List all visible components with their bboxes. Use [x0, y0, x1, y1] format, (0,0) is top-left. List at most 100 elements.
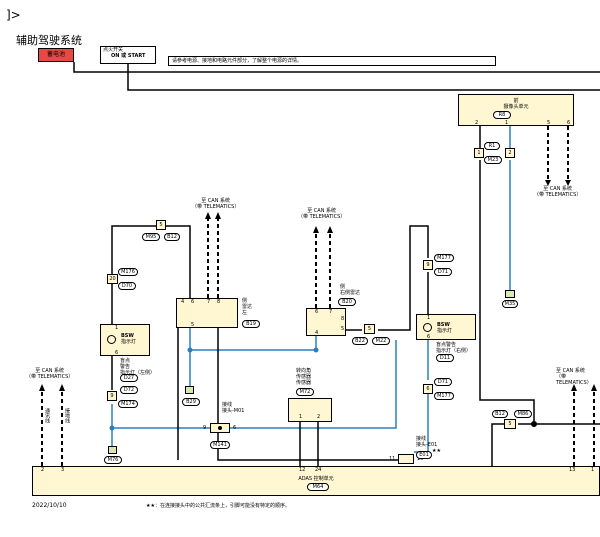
bsw-left-desc3: 指示灯（左侧） [120, 370, 156, 376]
lr-pin-4: 4 [181, 299, 185, 305]
bsw-left-code: D27 [120, 374, 138, 382]
footer-note: ★★：在连接接头中的公共汇流条上，引脚可能没有特定的顺序。 [146, 503, 290, 509]
rr-label1: 侧 [340, 284, 346, 290]
adas-title: ADAS 控制单元 [298, 476, 334, 482]
lr-label3: 左 [242, 310, 248, 316]
ignition-label-bottom: ON 或 START [111, 53, 146, 59]
conn-m177: M177 [434, 254, 454, 262]
wire-left-radar-can [207, 218, 219, 298]
splice-s8: 6 [423, 384, 433, 394]
conn-b12: B12 [164, 233, 180, 241]
bsw-right-sub: 指示灯 [437, 328, 453, 334]
conn-m141: M141 [210, 441, 230, 449]
steering-pin-2: 2 [317, 414, 321, 420]
page-title: 辅助驾驶系统 [16, 34, 82, 47]
conn-m35: M35 [502, 300, 518, 308]
bsw-right-pin-bottom: 6 [427, 334, 431, 340]
bsw-right-desc2: 指示灯（右侧） [436, 348, 472, 354]
joint-m01-pin-left: 9 [203, 425, 207, 431]
steering-line1: 转向角 [296, 368, 312, 374]
bsw-right-pin-top: 1 [427, 315, 431, 321]
can-label-camera: 至 CAN 系统 （带 TELEMATICS） [534, 186, 581, 198]
ground-block-b29 [185, 386, 194, 394]
ground-block-m35 [505, 290, 515, 298]
wire-right-bus [491, 423, 504, 466]
conn-m76: M76 [104, 456, 122, 464]
joint-m01-line1: 接线 [222, 402, 233, 408]
splice-s6: 5 [364, 324, 375, 334]
splice-s3: 9 [107, 391, 117, 401]
lr-pin-7: 7 [207, 299, 211, 305]
ground-block-m76 [108, 446, 117, 454]
joint-e01-pin-left: 11 [389, 456, 396, 462]
steering-angle-sensor: 1 2 [288, 398, 332, 422]
splice-s7: 9 [423, 260, 433, 270]
wire-blue-bus [112, 340, 397, 429]
conn-m23: M23 [484, 156, 502, 164]
rr-label2: 右侧雷达 [340, 290, 361, 296]
joint-e01-line2: 接头-E01 [416, 442, 438, 448]
wire-adas-can-left [41, 390, 63, 466]
conn-d71b: D71 [434, 378, 452, 386]
conn-e01: E01 [416, 451, 432, 459]
can-label-adas-right: 至 CAN 系统 （带 TELEMATICS） [556, 368, 600, 386]
joint-m01-line2: 接头-M01 [222, 408, 245, 414]
can-left-line2: （带 TELEMATICS） [192, 204, 240, 210]
camera-code: R8 [493, 111, 511, 119]
can-label-adas-left: 至 CAN 系统 （带 TELEMATICS） [26, 368, 73, 380]
can-label-right-radar: 至 CAN 系统 （带 TELEMATICS） [298, 208, 345, 220]
camera-title-1: 前 [513, 98, 519, 104]
wire-left-radar-ground [217, 328, 400, 461]
adas-pin-1: 1 [591, 467, 595, 473]
bsw-right-title: BSW [437, 322, 450, 328]
can-mid-line2: （带 TELEMATICS） [298, 214, 346, 220]
can-label-left-radar: 至 CAN 系统 （带 TELEMATICS） [192, 198, 239, 210]
left-vertical-label-1: 通讯线 [44, 408, 50, 423]
steering-code: M72 [296, 388, 314, 396]
left-side-radar: 4 6 7 8 5 [176, 298, 238, 328]
conn-r1: R1 [484, 142, 500, 150]
lr-label2: 雷达 [242, 304, 253, 310]
can-mid-line1: 至 CAN 系统 [307, 208, 337, 214]
lr-pin-6: 6 [191, 299, 195, 305]
camera-pin-6: 6 [567, 120, 571, 126]
lr-label1: 侧 [242, 298, 248, 304]
conn-m95: M95 [142, 233, 160, 241]
wire-ignition-feed [127, 64, 600, 91]
bsw-right-code: D11 [436, 354, 454, 362]
front-camera-unit: 前 摄像头单元 R8 2 1 5 6 [458, 94, 574, 126]
camera-title-2: 摄像头单元 [503, 104, 529, 110]
adas-pin-2: 2 [41, 467, 45, 473]
rr-pin-5: 5 [341, 326, 345, 332]
joint-e01-line1: 接线 [416, 436, 427, 442]
conn-m86: M86 [514, 410, 532, 418]
can-adas-left-line2: （带 TELEMATICS） [26, 374, 74, 380]
camera-pin-2: 2 [475, 120, 479, 126]
ignition-label-top: 点火开关 [103, 47, 124, 53]
left-vertical-label-2: 接地线 [64, 408, 70, 423]
conn-m22: M22 [372, 337, 390, 345]
rr-pin-4: 4 [315, 330, 319, 336]
adas-pin-24: 24 [315, 467, 322, 473]
wire-radar-link [190, 336, 317, 351]
adas-pin-12: 12 [299, 467, 306, 473]
page-marker: ]> [6, 8, 21, 22]
can-camera-line1: 至 CAN 系统 [543, 186, 573, 192]
can-camera-line2: （带 TELEMATICS） [534, 192, 582, 198]
bsw-indicator-left: 1 BSW 指示灯 6 [100, 324, 150, 356]
wire-camera-ground [479, 160, 535, 424]
bsw-left-sub: 指示灯 [121, 339, 137, 345]
bsw-left-desc: 盲点 警告 指示灯（左侧） [120, 358, 155, 376]
conn-m177b: M177 [434, 392, 454, 400]
lamp-icon [107, 335, 116, 344]
steering-pin-1: 1 [299, 414, 303, 420]
bsw-indicator-right: 1 BSW 指示灯 6 [416, 314, 476, 340]
conn-b29: B29 [182, 398, 200, 406]
bsw-right-desc: 盲点警告 指示灯（右侧） [436, 342, 471, 354]
reference-note: 请参考电源、接地和电路元件部分，了解整个电源的详情。 [168, 56, 496, 66]
adas-control-unit: 2 3 12 24 13 1 ADAS 控制单元 M64 [32, 466, 600, 496]
bsw-left-title: BSW [121, 333, 134, 339]
rr-pin-8: 8 [341, 316, 345, 322]
adas-pin-3: 3 [61, 467, 65, 473]
wire-battery-feed [73, 62, 600, 73]
